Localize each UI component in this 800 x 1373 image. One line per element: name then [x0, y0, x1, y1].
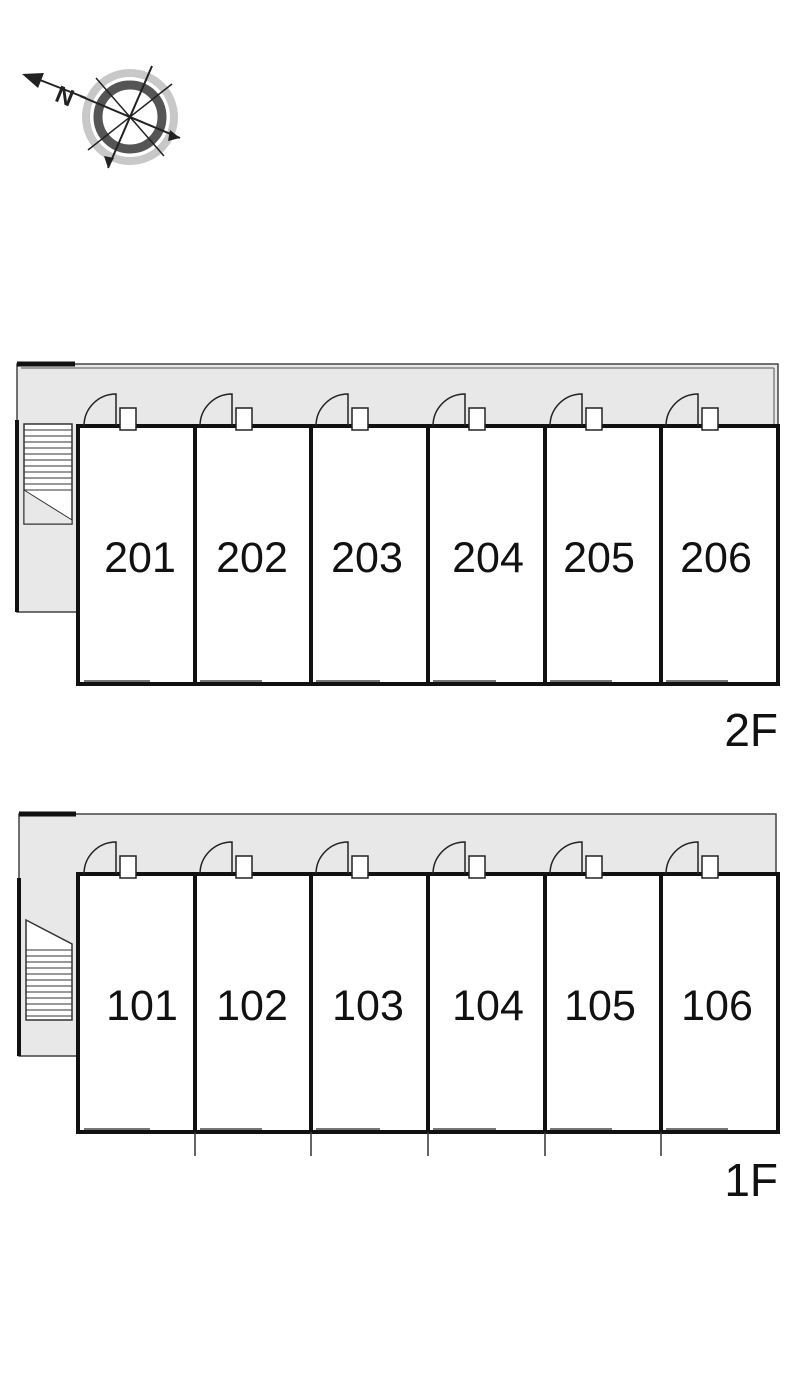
- unit-103-label: 103: [332, 982, 404, 1030]
- floor-1f-plan: 101 102 103 104 105 106 1F: [17, 811, 780, 1206]
- unit-202-label: 202: [216, 534, 288, 582]
- unit-205-label: 205: [563, 534, 635, 582]
- staircase-2f: [23, 423, 73, 525]
- unit-101-label: 101: [106, 982, 178, 1030]
- unit-106-label: 106: [681, 982, 753, 1030]
- floor-label-2f: 2F: [724, 704, 778, 756]
- unit-203-label: 203: [331, 534, 403, 582]
- floor-2f-plan: 201 202 203 204 205 206 2F: [15, 361, 780, 756]
- staircase-1f: [25, 918, 73, 1021]
- unit-105-label: 105: [564, 982, 636, 1030]
- door-icons-2f: [83, 393, 719, 431]
- unit-201-label: 201: [104, 534, 176, 582]
- unit-102-label: 102: [216, 982, 288, 1030]
- door-icons-1f: [83, 841, 719, 879]
- unit-104-label: 104: [452, 982, 524, 1030]
- floor-label-1f: 1F: [724, 1154, 778, 1206]
- unit-206-label: 206: [680, 534, 752, 582]
- unit-204-label: 204: [452, 534, 524, 582]
- compass-icon: N: [22, 65, 181, 169]
